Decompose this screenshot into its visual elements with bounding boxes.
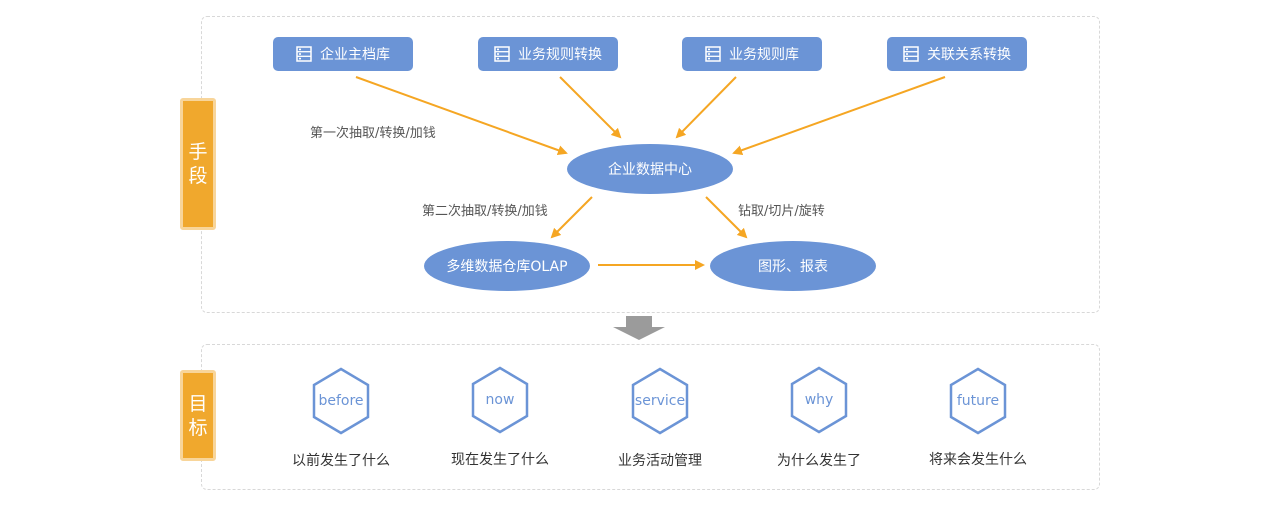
goal-badge-now: now	[485, 392, 515, 408]
source-node-label: 业务规则库	[729, 47, 799, 63]
goal-caption-future: 将来会发生什么	[929, 452, 1027, 468]
goal-badge-before: before	[318, 393, 364, 409]
charts-reports-label: 图形、报表	[758, 259, 828, 275]
source-node-master-db: 企业主档库	[273, 37, 413, 71]
second-etl-label: 第二次抽取/转换/加钱	[422, 204, 548, 219]
hexagon-icon	[312, 367, 370, 435]
goal-caption-before: 以前发生了什么	[292, 453, 390, 469]
charts-reports-node: 图形、报表	[710, 241, 876, 291]
goal-caption-now: 现在发生了什么	[451, 452, 549, 468]
source-node-label: 关联关系转换	[927, 47, 1011, 63]
goal-badge-service: service	[634, 393, 686, 409]
goal-badge-why: why	[804, 392, 834, 408]
olap-warehouse-label: 多维数据仓库OLAP	[446, 259, 568, 275]
goal-caption-why: 为什么发生了	[777, 453, 861, 469]
enterprise-data-center-node: 企业数据中心	[567, 144, 733, 194]
means-tab: 手段	[180, 98, 216, 230]
source-node-rule-transform: 业务规则转换	[478, 37, 618, 71]
database-icon	[705, 46, 721, 62]
enterprise-data-center-label: 企业数据中心	[608, 162, 692, 178]
source-node-rule-db: 业务规则库	[682, 37, 822, 71]
goals-tab: 目标	[180, 370, 216, 461]
means-tab-label: 手段	[188, 141, 208, 187]
hexagon-icon	[471, 366, 529, 434]
olap-warehouse-node: 多维数据仓库OLAP	[424, 241, 590, 291]
database-icon	[903, 46, 919, 62]
database-icon	[296, 46, 312, 62]
first-etl-label: 第一次抽取/转换/加钱	[310, 126, 436, 141]
goal-badge-future: future	[956, 393, 1000, 409]
goals-tab-label: 目标	[188, 392, 208, 439]
hexagon-icon	[631, 367, 689, 435]
hexagon-icon	[790, 366, 848, 434]
database-icon	[494, 46, 510, 62]
goal-caption-service: 业务活动管理	[618, 453, 702, 469]
source-node-label: 企业主档库	[320, 47, 390, 63]
drill-slice-rotate-label: 钻取/切片/旋转	[738, 204, 825, 219]
source-node-relation-transform: 关联关系转换	[887, 37, 1027, 71]
hexagon-icon	[949, 367, 1007, 435]
down-arrow-icon	[613, 316, 665, 340]
source-node-label: 业务规则转换	[518, 47, 602, 63]
